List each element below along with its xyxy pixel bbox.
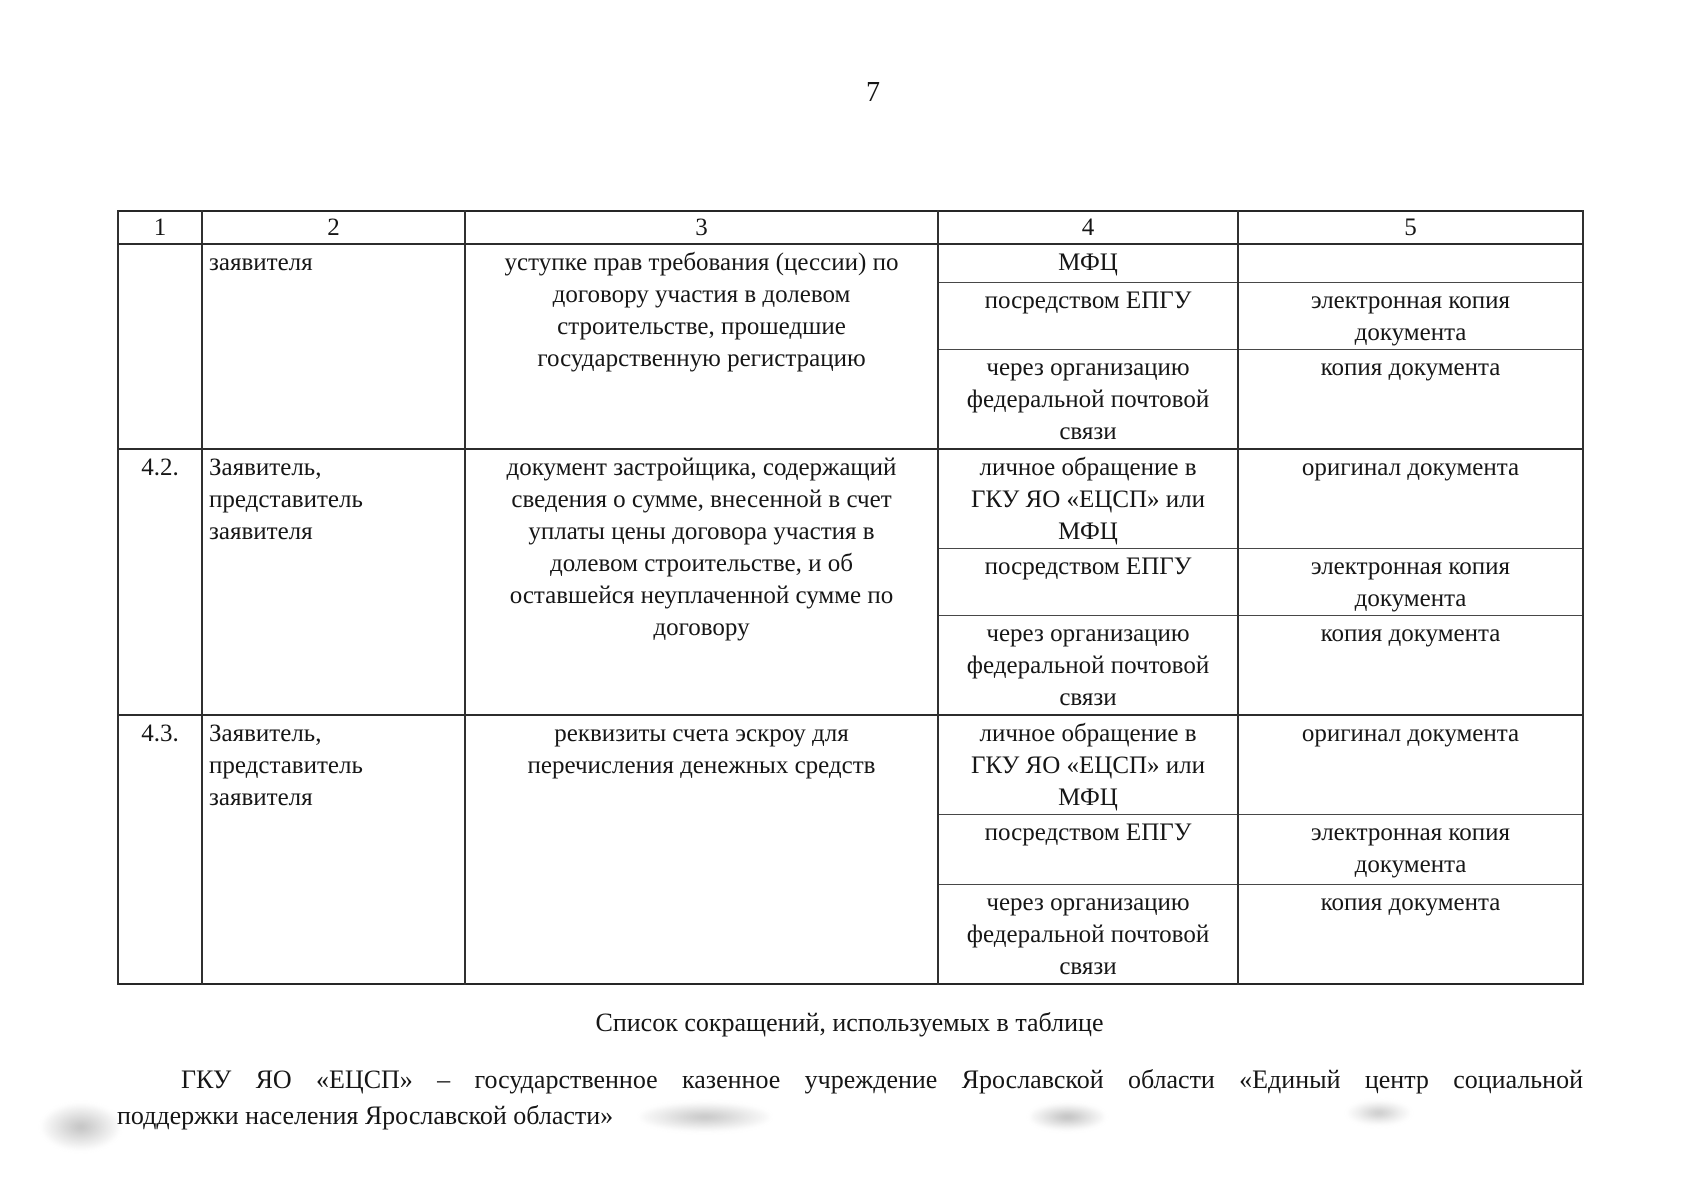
col-header-5: 5 — [1237, 210, 1584, 245]
document-form-cell: копия документа — [1237, 615, 1584, 716]
abbreviations-list-title: Список сокращений, используемых в таблиц… — [595, 1008, 1104, 1037]
table-header-row: 1 2 3 4 5 — [117, 210, 1584, 245]
document-description-cell: реквизиты счета эскроу для перечисления … — [464, 714, 939, 985]
row-number-cell: 4.2. — [117, 448, 203, 716]
submission-method-cell: посредством ЕПГУ — [937, 814, 1239, 885]
document-description-cell: документ застройщика, содержащий сведени… — [464, 448, 939, 716]
abbreviation-definition: ГКУ ЯО «ЕЦСП» – государственное казенное… — [117, 1062, 1583, 1134]
submission-method-cell: посредством ЕПГУ — [937, 281, 1239, 350]
document-form-cell: копия документа — [1237, 884, 1584, 985]
applicant-cell: Заявитель, представитель заявителя — [201, 448, 466, 716]
scan-smudge — [42, 1104, 120, 1150]
table-row: заявителя уступке прав требования (цесси… — [117, 243, 1584, 450]
abbreviation-definition-line1: ГКУ ЯО «ЕЦСП» – государственное казенное… — [181, 1065, 1583, 1094]
submission-method-cell: МФЦ — [937, 243, 1239, 283]
table-subrow: через организацию федеральной почтовой с… — [118, 615, 1584, 716]
document-description-cell: уступке прав требования (цессии) по дого… — [464, 243, 939, 450]
table-subrow: через организацию федеральной почтовой с… — [118, 884, 1584, 985]
document-form-cell: копия документа — [1237, 348, 1584, 450]
table-subrow: посредством ЕПГУ электронная копия докум… — [118, 814, 1584, 885]
row-number-cell: 4.3. — [117, 714, 203, 985]
table-row: 4.2. Заявитель, представитель заявителя … — [117, 448, 1584, 716]
page-number: 7 — [866, 77, 880, 108]
abbreviation-definition-line2: поддержки населения Ярославской области» — [117, 1101, 614, 1130]
document-form-cell: оригинал документа — [1237, 448, 1584, 549]
submission-method-cell: личное обращение в ГКУ ЯО «ЕЦСП» или МФЦ — [937, 448, 1239, 549]
document-form-cell: оригинал документа — [1237, 714, 1584, 815]
document-form-cell: электронная копия документа — [1237, 281, 1584, 350]
row-number-cell — [117, 243, 203, 450]
col-header-3: 3 — [464, 210, 939, 245]
submission-method-cell: личное обращение в ГКУ ЯО «ЕЦСП» или МФЦ — [937, 714, 1239, 815]
col-header-4: 4 — [937, 210, 1239, 245]
submission-method-cell: через организацию федеральной почтовой с… — [937, 615, 1239, 716]
table-subrow: через организацию федеральной почтовой с… — [118, 348, 1584, 450]
submission-method-cell: через организацию федеральной почтовой с… — [937, 884, 1239, 985]
table-row: 4.3. Заявитель, представитель заявителя … — [117, 714, 1584, 985]
table-subrow: посредством ЕПГУ электронная копия докум… — [118, 548, 1584, 616]
col-header-2: 2 — [201, 210, 466, 245]
applicant-cell: заявителя — [201, 243, 466, 450]
document-form-cell: электронная копия документа — [1237, 814, 1584, 885]
submission-method-cell: через организацию федеральной почтовой с… — [937, 348, 1239, 450]
document-form-cell: электронная копия документа — [1237, 548, 1584, 616]
col-header-1: 1 — [117, 210, 203, 245]
applicant-cell: Заявитель, представитель заявителя — [201, 714, 466, 985]
documents-requirements-table: 1 2 3 4 5 заявителя уступке прав требова… — [117, 210, 1584, 985]
submission-method-cell: посредством ЕПГУ — [937, 548, 1239, 616]
document-form-cell — [1237, 243, 1584, 283]
